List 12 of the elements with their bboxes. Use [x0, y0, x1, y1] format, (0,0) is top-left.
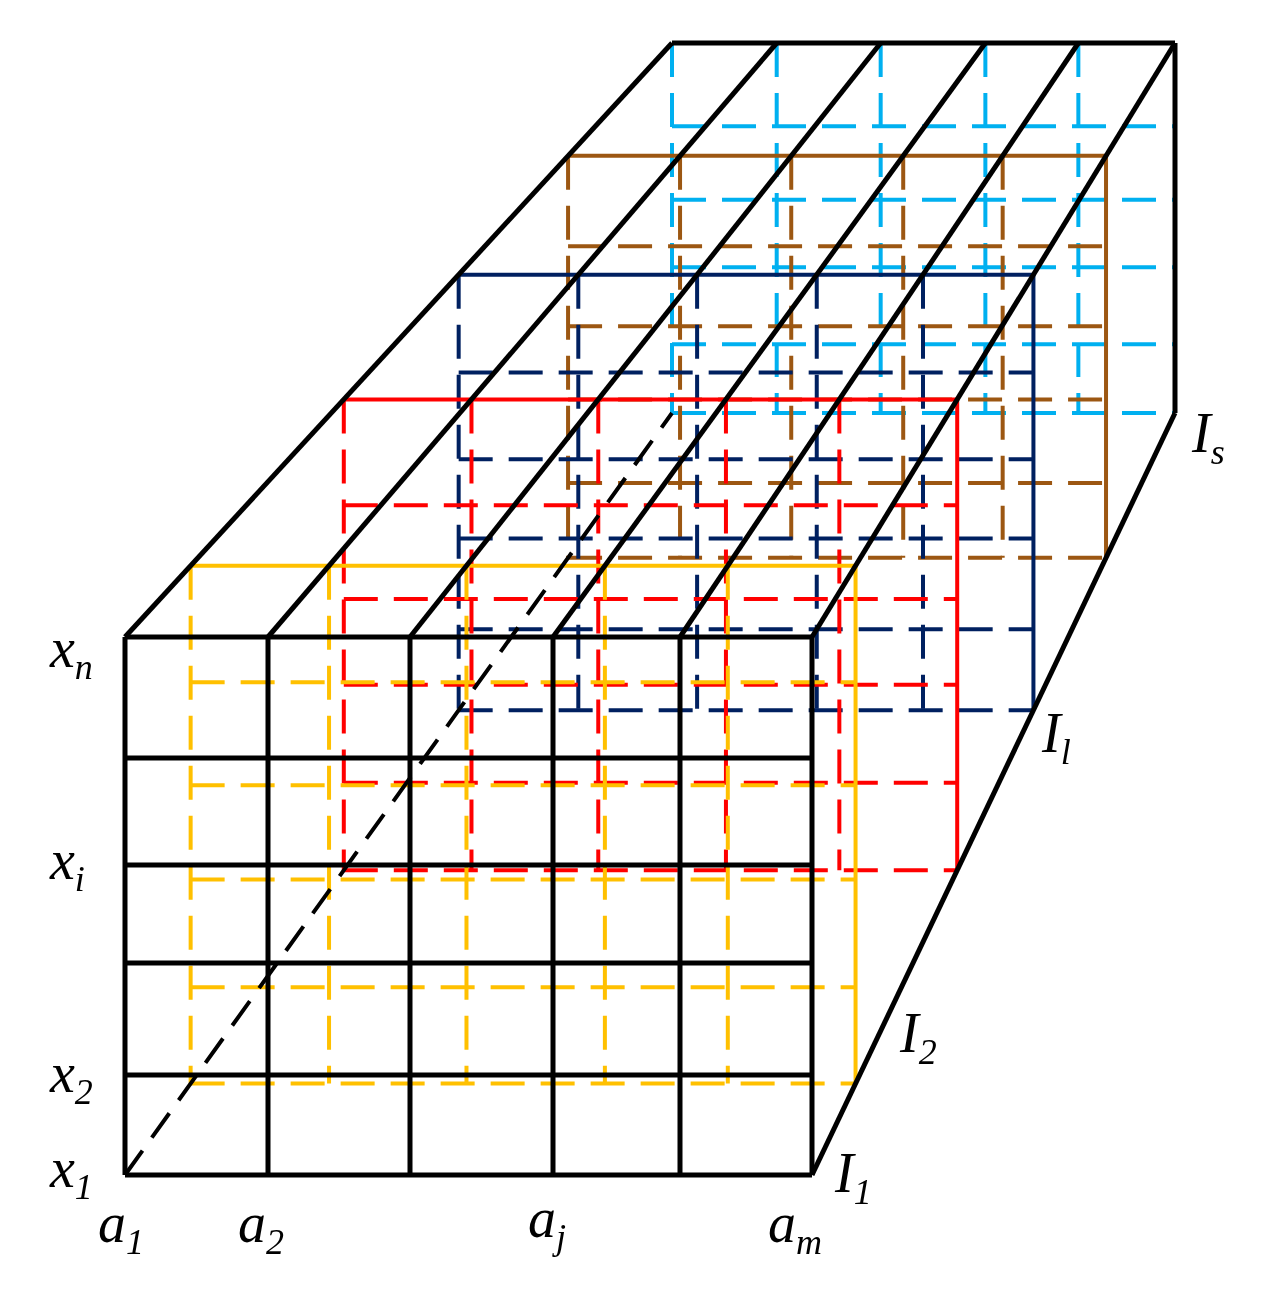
column-label: a$_{2}$: [238, 1195, 284, 1261]
row-label: x$_{1}$: [50, 1140, 93, 1206]
column-label: a$_{m}$: [768, 1195, 822, 1261]
row-label: x$_{i}$: [50, 832, 85, 898]
column-label: a$_{1}$: [98, 1195, 144, 1261]
slice-label: I$_{s}$: [1192, 405, 1225, 471]
slice-label: I$_{l}$: [1042, 705, 1071, 771]
slice-label: I$_{2}$: [900, 1005, 937, 1071]
column-label: a$_{j}$: [528, 1190, 566, 1256]
row-label: x$_{2}$: [50, 1045, 93, 1111]
slice-label: I$_{1}$: [835, 1145, 872, 1211]
row-label: x$_{n}$: [50, 620, 93, 686]
